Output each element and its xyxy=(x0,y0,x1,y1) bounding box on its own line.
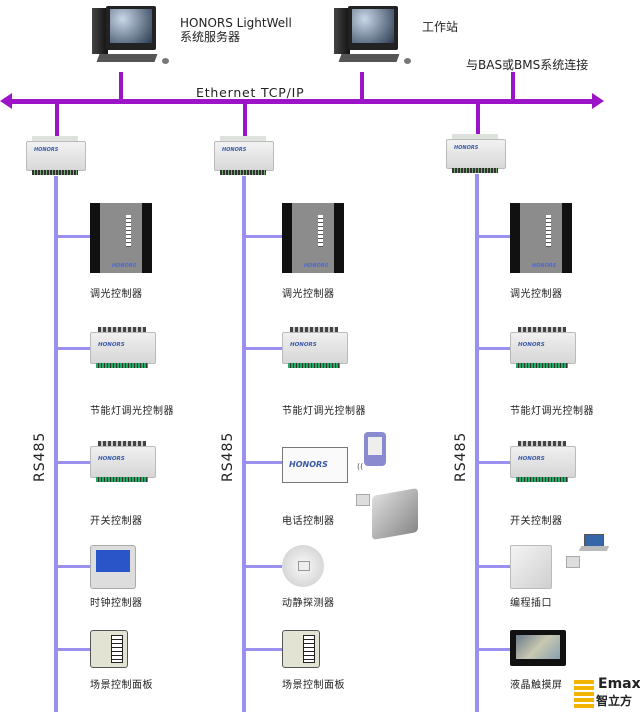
gateway-logo: HONORS xyxy=(222,147,247,153)
rs485-connector xyxy=(244,461,282,464)
wireless-icon: (( xyxy=(357,462,364,471)
device-label: 电话控制器 xyxy=(282,516,335,527)
rs485-label: RS485 xyxy=(453,431,469,482)
rs485-connector xyxy=(56,565,90,568)
gateway-drop-3 xyxy=(476,102,480,138)
device-label: 开关控制器 xyxy=(510,516,563,527)
device-logo: HONORS xyxy=(518,342,545,348)
clock-controller xyxy=(90,545,136,589)
pda-icon xyxy=(364,432,386,466)
din-rail-controller: HONORS xyxy=(282,327,348,371)
device-logo: HONORS xyxy=(112,263,137,269)
rs485-connector xyxy=(477,461,510,464)
rs485-connector xyxy=(244,235,282,238)
device-label: 调光控制器 xyxy=(282,289,335,300)
server-drop xyxy=(119,72,123,102)
rs485-line xyxy=(475,174,479,712)
device-logo: HONORS xyxy=(98,342,125,348)
device-label: 节能灯调光控制器 xyxy=(282,406,366,417)
rs485-connector xyxy=(477,235,510,238)
rs485-connector xyxy=(477,347,510,350)
lcd-touchscreen xyxy=(510,630,566,666)
ethernet-bus xyxy=(10,99,594,104)
motion-detector xyxy=(282,545,324,587)
bms-drop xyxy=(511,72,515,102)
device-label: 场景控制面板 xyxy=(90,680,153,691)
ethernet-gateway: HONORS xyxy=(26,136,86,178)
brand-name-cn: 智立方 xyxy=(596,694,633,708)
dimmer-controller: HONORS xyxy=(510,203,572,273)
device-label: 开关控制器 xyxy=(90,516,143,527)
device-label: 调光控制器 xyxy=(510,289,563,300)
rs485-connector xyxy=(477,565,510,568)
rs485-connector xyxy=(56,648,90,651)
rs485-connector xyxy=(477,648,510,651)
phone-controller: HONORS xyxy=(282,447,348,483)
din-rail-controller: HONORS xyxy=(510,441,576,485)
device-label: 调光控制器 xyxy=(90,289,143,300)
device-label: 节能灯调光控制器 xyxy=(90,406,174,417)
ethernet-gateway: HONORS xyxy=(214,136,274,178)
scene-panel xyxy=(282,630,320,668)
device-label: 节能灯调光控制器 xyxy=(510,406,594,417)
gateway-logo: HONORS xyxy=(34,147,59,153)
gateway-drop-2 xyxy=(243,102,247,140)
server-computer xyxy=(90,4,170,70)
rs485-label: RS485 xyxy=(32,431,48,482)
device-logo: HONORS xyxy=(518,456,545,462)
workstation-label: 工作站 xyxy=(422,20,459,34)
rs485-connector xyxy=(56,461,90,464)
dimmer-controller: HONORS xyxy=(282,203,344,273)
rs485-connector xyxy=(244,648,282,651)
din-rail-controller: HONORS xyxy=(90,327,156,371)
device-logo: HONORS xyxy=(304,263,329,269)
dimmer-controller: HONORS xyxy=(90,203,152,273)
programming-socket xyxy=(510,545,552,589)
brand-mark-icon xyxy=(574,680,594,708)
brand-name-en: Emax xyxy=(598,676,640,692)
rs485-connector xyxy=(56,347,90,350)
rs485-line xyxy=(54,176,58,712)
device-label: 动静探测器 xyxy=(282,598,335,609)
bus-arrow-right xyxy=(592,93,604,109)
server-label-line1: HONORS LightWell xyxy=(180,16,292,30)
bms-label: 与BAS或BMS系统连接 xyxy=(466,58,589,72)
rs485-connector xyxy=(56,235,90,238)
device-logo: HONORS xyxy=(289,460,328,469)
din-rail-controller: HONORS xyxy=(90,441,156,485)
telephone-icon xyxy=(372,487,418,541)
laptop-icon xyxy=(578,534,610,552)
workstation-computer xyxy=(332,4,412,70)
ethernet-gateway: HONORS xyxy=(446,134,506,176)
rs485-label: RS485 xyxy=(220,431,236,482)
device-label: 场景控制面板 xyxy=(282,680,345,691)
rs485-connector xyxy=(244,565,282,568)
din-rail-controller: HONORS xyxy=(510,327,576,371)
gateway-drop-1 xyxy=(55,102,59,140)
programming-cable-icon xyxy=(566,556,580,568)
server-label-line2: 系统服务器 xyxy=(180,30,241,44)
device-label: 编程插口 xyxy=(510,598,552,609)
device-logo: HONORS xyxy=(290,342,317,348)
workstation-drop xyxy=(360,72,364,102)
device-logo: HONORS xyxy=(532,263,557,269)
device-logo: HONORS xyxy=(98,456,125,462)
scene-panel xyxy=(90,630,128,668)
rs485-connector xyxy=(244,347,282,350)
device-label: 时钟控制器 xyxy=(90,598,143,609)
brand-logo: Emax 智立方 xyxy=(574,676,640,712)
ethernet-label: Ethernet TCP/IP xyxy=(196,85,305,100)
phone-jack-icon xyxy=(356,494,370,506)
bus-arrow-left xyxy=(0,93,12,109)
gateway-logo: HONORS xyxy=(454,145,479,151)
device-label: 液晶触摸屏 xyxy=(510,680,563,691)
rs485-line xyxy=(242,176,246,712)
